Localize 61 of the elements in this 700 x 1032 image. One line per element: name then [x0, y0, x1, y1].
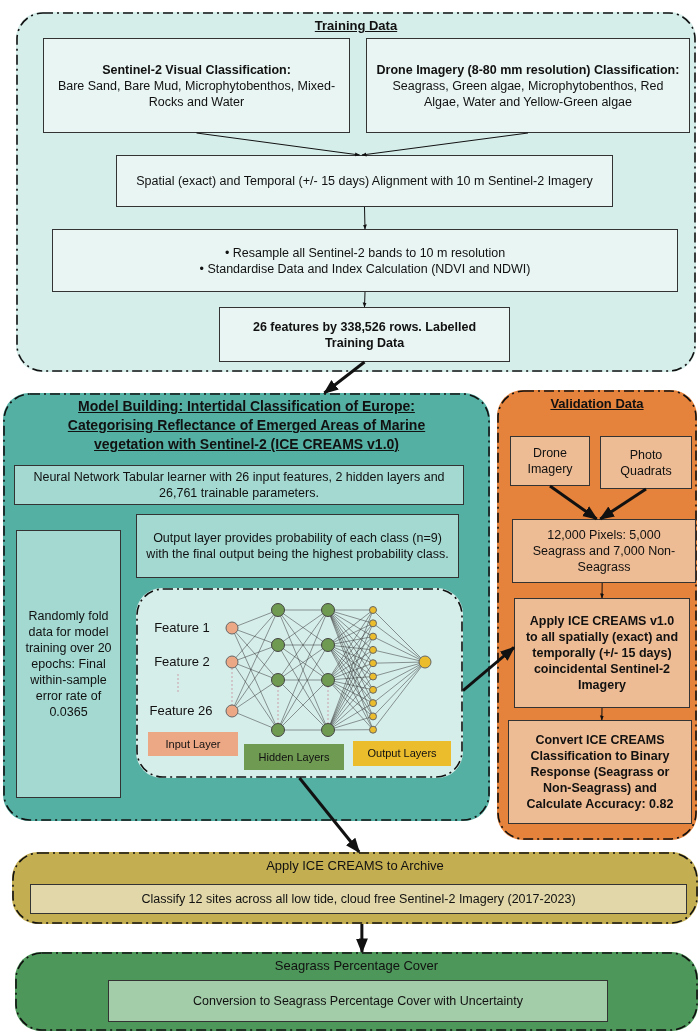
process-box	[43, 38, 350, 133]
process-box	[136, 514, 459, 578]
arrow	[600, 582, 605, 599]
arrow	[549, 484, 598, 521]
group-title: Seagrass Percentage Cover	[273, 957, 440, 975]
feature-label: Feature 1	[153, 619, 211, 637]
arrow	[599, 487, 647, 521]
arrow	[599, 707, 604, 721]
arrow	[361, 132, 529, 157]
layer-legend-tag: Hidden Layers	[244, 744, 344, 770]
box-text: Photo Quadrats	[619, 446, 673, 479]
box-text: Classify 12 sites across all low tide, cloud free Sentinel-2 Imagery (2017-2023)	[141, 891, 576, 907]
feature-label: Feature 26	[148, 702, 214, 720]
process-box	[52, 229, 678, 292]
box-text: 26 features by 338,526 rows. Labelled Training Data	[252, 318, 477, 351]
box-text: Neural Network Tabular learner with 26 input features, 2 hidden layers and 26,761 trainable parameters.	[32, 469, 446, 501]
arrow	[362, 291, 367, 308]
group-title: Training Data	[313, 17, 399, 35]
process-box	[16, 530, 121, 798]
arrow	[462, 646, 516, 692]
process-box	[366, 38, 690, 133]
group-title: Apply ICE CREAMS to Archive	[265, 857, 445, 875]
arrow	[323, 360, 366, 395]
process-box	[514, 598, 690, 708]
group-panel	[497, 390, 697, 840]
group-title: Model Building: Intertidal Classification of Europe: Categorising Reflectance of Emerged Areas of Marine vegetation with Sentinel-2 (ICE CREAMS v1.0)	[66, 397, 427, 454]
box-text: 12,000 Pixels: 5,000 Seagrass and 7,000 Non-Seagrass	[531, 527, 677, 575]
box-text: Spatial (exact) and Temporal (+/- 15 days) Alignment with 10 m Sentinel-2 Imagery	[136, 173, 593, 189]
arrow	[298, 777, 361, 854]
box-text: • Resample all Sentinel-2 bands to 10 m resolution	[224, 244, 506, 261]
arrow	[362, 206, 367, 230]
arrow	[355, 924, 368, 954]
layer-legend-tag: Input Layer	[148, 732, 238, 756]
group-panel	[12, 852, 698, 924]
box-text: Drone Imagery	[526, 445, 574, 477]
box-text: • Standardise Data and Index Calculation (NDVI and NDWI)	[199, 260, 531, 277]
process-box	[510, 436, 590, 486]
box-text: Conversion to Seagrass Percentage Cover with Uncertainty	[193, 993, 523, 1009]
group-panel	[16, 12, 696, 372]
process-box	[30, 884, 687, 914]
box-text: Sentinel-2 Visual Classification:	[102, 61, 291, 78]
box-text: Drone Imagery (8-80 mm resolution) Classification: Seagrass, Green algae, Microphytobenthos, Red Algae, Water and Yellow-Green algae	[375, 61, 681, 110]
box-text: Output layer provides probability of each class (n=9) with the final output being the highest probability class.	[145, 530, 450, 562]
box-text: Randomly fold data for model training over 20 epochs: Final within-sample error rate of 0.0365	[25, 608, 112, 720]
group-panel	[15, 952, 698, 1031]
box-text: Apply ICE CREAMS v1.0 to all spatially (exact) and temporally (+/- 15 days) coincidental Sentinel-2 Imagery	[524, 613, 680, 693]
layer-legend-tag: Output Layers	[353, 741, 451, 766]
group-title: Validation Data	[549, 395, 645, 413]
process-box	[219, 307, 510, 362]
network-panel	[136, 588, 463, 778]
process-box	[116, 155, 613, 207]
process-box	[14, 465, 464, 505]
process-box	[600, 436, 692, 489]
process-box	[512, 519, 696, 583]
group-panel	[3, 393, 490, 821]
arrow	[196, 132, 361, 157]
box-text: Bare Sand, Bare Mud, Microphytobenthos, Mixed-Rocks and Water	[56, 77, 337, 110]
feature-label: Feature 2	[153, 653, 211, 671]
process-box	[508, 720, 692, 824]
process-box	[108, 980, 608, 1022]
box-text: Convert ICE CREAMS Classification to Binary Response (Seagrass or Non-Seagrass) and Calculate Accuracy: 0.82	[525, 732, 675, 812]
